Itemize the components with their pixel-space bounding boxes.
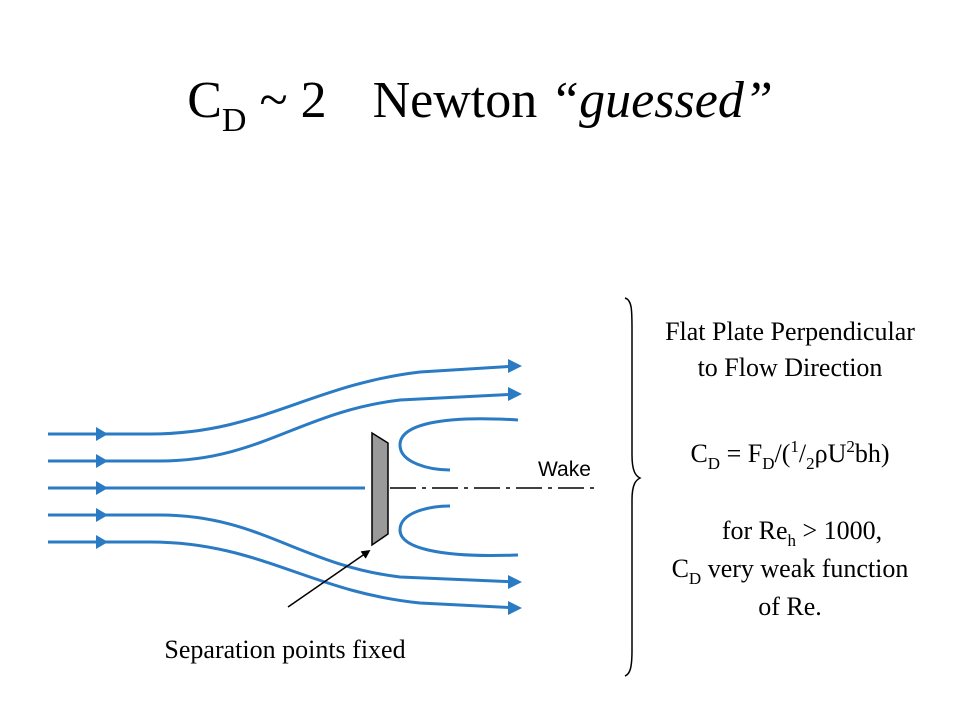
drag-coefficient-formula: CD = FD/(1/2ρU2bh) xyxy=(690,437,890,473)
reynolds-note-line1: for Reh > 1000, xyxy=(721,516,883,550)
arrow-3 xyxy=(96,481,108,495)
guessed-label: “guessed” xyxy=(550,72,773,129)
streamline-2 xyxy=(48,392,519,463)
side-heading-line1: Flat Plate Perpendicular xyxy=(665,317,915,346)
separation-pointer xyxy=(287,549,371,608)
arrow-2 xyxy=(96,454,108,468)
arrow-8 xyxy=(508,575,522,589)
slide-title: CD ~ 2 Newton “guessed” xyxy=(0,66,960,142)
side-heading-line2: to Flow Direction xyxy=(697,353,883,382)
arrow-6 xyxy=(508,359,522,373)
cd-symbol: C xyxy=(187,72,222,129)
approx-value: ~ 2 xyxy=(246,72,327,129)
wake-eddy-top xyxy=(398,417,519,472)
wake-eddy-bottom xyxy=(398,504,519,557)
arrow-1 xyxy=(96,427,108,441)
flat-plate xyxy=(371,431,389,547)
flow-arrows xyxy=(96,359,522,615)
curly-bracket xyxy=(624,297,642,677)
arrow-9 xyxy=(508,601,522,615)
arrow-4 xyxy=(96,508,108,522)
newton-label: Newton xyxy=(372,72,551,129)
streamline-1 xyxy=(48,364,519,436)
cd-subscript: D xyxy=(221,102,247,139)
streamline-4 xyxy=(48,513,519,584)
wake-label: Wake xyxy=(538,458,591,481)
streamline-5 xyxy=(48,540,519,610)
reynolds-note-line3: of Re. xyxy=(758,592,822,621)
separation-label: Separation points fixed xyxy=(164,635,406,664)
arrow-5 xyxy=(96,535,108,549)
streamlines xyxy=(48,364,519,610)
reynolds-note-line2: CD very weak function xyxy=(671,554,909,588)
arrow-7 xyxy=(508,387,522,401)
